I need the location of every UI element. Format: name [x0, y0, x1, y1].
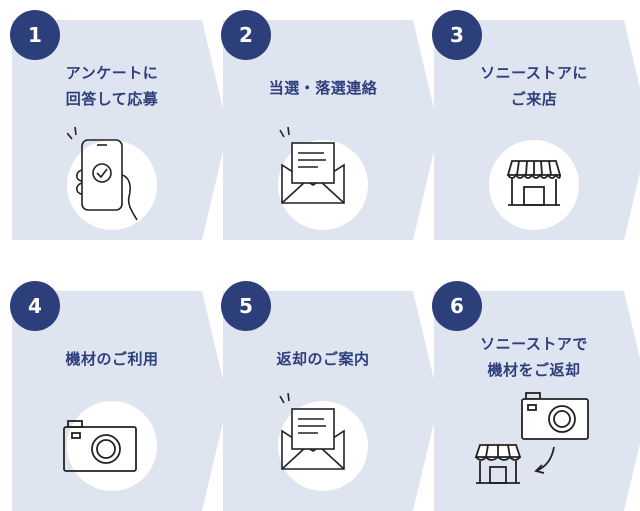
step-card-2: 2 当選・落選連絡: [221, 10, 439, 240]
step-card-5: 5 返却のご案内: [221, 281, 439, 511]
step-title: ソニーストアで 機材をご返却: [480, 335, 588, 379]
storefront-icon: [506, 160, 562, 206]
icon-circle: [67, 401, 157, 491]
step-card-6: 6 ソニーストアで 機材をご返却: [432, 281, 640, 511]
envelope-letter-icon: [279, 392, 345, 470]
step-card-1: 1 アンケートに 回答して応募: [10, 10, 228, 240]
step-number-badge: 2: [221, 10, 271, 60]
step-title: アンケートに 回答して応募: [65, 64, 159, 108]
smartphone-check-icon: [67, 126, 138, 221]
step-number-badge: 1: [10, 10, 60, 60]
step-card-background: [223, 20, 439, 240]
envelope-letter-icon: [279, 126, 345, 204]
step-card-4: 4 機材のご利用: [10, 281, 228, 511]
step-title: 機材のご利用: [65, 350, 159, 368]
step-number-badge: 4: [10, 281, 60, 331]
icon-circle: [489, 140, 579, 230]
step-card-3: 3 ソニーストアに ご来店: [432, 10, 640, 240]
step-card-background: [434, 20, 640, 240]
step-title: 当選・落選連絡: [268, 79, 378, 97]
step-number-badge: 3: [432, 10, 482, 60]
step-title: 返却のご案内: [276, 350, 370, 368]
step-number-badge: 6: [432, 281, 482, 331]
step-card-background: [12, 20, 228, 240]
step-title: ソニーストアに ご来店: [480, 64, 588, 108]
camera-return-to-store-icon: [474, 392, 589, 484]
step-number-badge: 5: [221, 281, 271, 331]
camera-icon: [63, 420, 137, 472]
